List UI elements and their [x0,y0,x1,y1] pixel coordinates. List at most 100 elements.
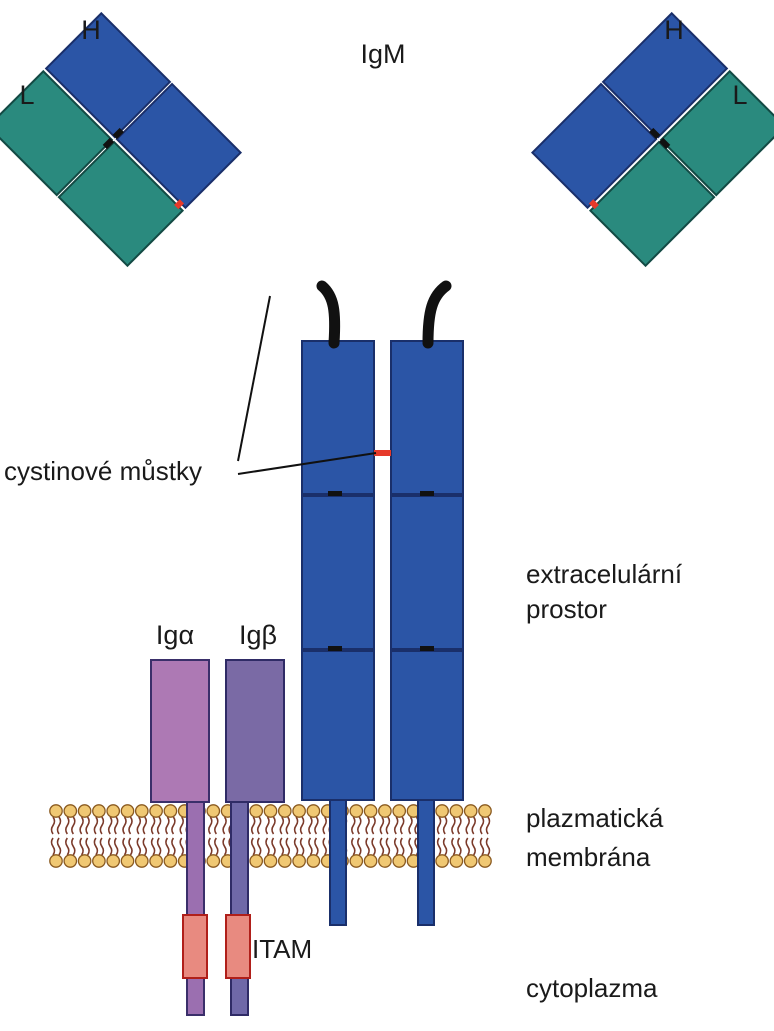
lipid-head [206,854,221,868]
itam-box-beta [225,914,251,979]
lipid-tail [485,816,491,835]
hinge-left [316,280,341,349]
light-chain-right-constant [588,140,716,268]
lipid-tail [442,837,448,856]
lipid-tail [171,837,176,856]
lipid-head [134,854,149,868]
lipid-tail [436,837,442,856]
lipid-tail [208,837,213,856]
lipid-head [292,854,306,868]
lipid-head [363,854,378,868]
lipid-tail [179,816,184,835]
lipid-head [263,854,278,868]
lipid-head [435,854,449,868]
heavy-chain-label-right: H [664,15,684,45]
lipid-head [349,854,364,868]
lipid-head [206,804,221,818]
diagram-title: IgM [360,39,405,69]
heavy-chain-right-variable [601,11,729,139]
lipid-head [277,804,292,818]
ig-beta-label: Igβ [239,620,277,650]
lipid-tail [479,816,485,835]
lipid-tail [50,816,56,835]
lipid-tail [365,816,370,835]
lipid-tail [351,837,356,856]
lipid-tail [479,837,485,856]
lipid-tail [485,837,491,856]
lipid-tail [265,816,270,835]
lipid-tail [85,837,90,856]
lipid-tail [93,816,99,835]
lipid-tail [451,837,456,856]
lipid-tail [107,837,113,856]
lipid-tail [250,816,256,835]
lipid-tail [179,837,184,856]
lipid-tail [71,816,76,835]
lipid-tail [308,816,313,835]
lipid-head [92,804,106,818]
lipid-tail [279,837,285,856]
lipid-tail [299,837,305,856]
lipid-head [392,804,407,818]
lipid-tail [457,816,462,835]
lipid-head [106,804,121,818]
lipid-tail [214,816,219,835]
lipid-tail [379,816,385,835]
lipid-tail [208,816,213,835]
lipid-head [92,854,106,868]
lipid-head [49,804,63,818]
lipid-head [435,804,449,818]
lipid-tail [371,837,376,856]
lipid-tail [365,837,370,856]
lipid-tail [99,816,105,835]
lipid-head [449,854,464,868]
lipid-tail [371,816,376,835]
lipid-head [478,804,492,818]
lipid-head [149,854,163,868]
lipid-tail [408,837,413,856]
lipid-tail [293,837,299,856]
lipid-tail [385,837,391,856]
lipid-tail [465,816,470,835]
ig-alpha-tail [186,799,205,1016]
lipid-tail [399,816,405,835]
lipid-head [449,804,464,818]
lipid-tail [171,816,176,835]
heavy-chain-label-left: H [81,15,101,45]
lipid-tail [442,816,448,835]
lipid-tail [322,816,327,835]
heavy-chain-tail-left [329,797,347,926]
lipid-head [249,854,264,868]
lipid-head [478,854,492,868]
heavy-chain-left-ch1 [115,82,243,210]
light-chain-right-variable [659,69,774,197]
lipid-head [63,854,78,868]
lipid-tail [65,837,70,856]
lipid-head [378,854,392,868]
light-chain-left-variable [0,69,114,197]
lipid-head [77,804,92,818]
lipid-tail [107,816,113,835]
leader-line-fab [237,295,271,462]
lipid-head [363,804,378,818]
lipid-tail [314,816,319,835]
lipid-tail [314,837,319,856]
lipid-tail [85,816,90,835]
lipid-tail [256,837,262,856]
lipid-head [277,854,292,868]
heavy-chain-right-ch1 [530,82,658,210]
lipid-tail [399,837,405,856]
lipid-head [349,804,364,818]
lipid-tail [150,837,156,856]
membrane-label-line1: plazmatická [526,803,664,833]
lipid-tail [357,816,362,835]
lipid-tail [393,837,399,856]
fab-arm-left [0,11,243,268]
lipid-tail [136,816,142,835]
ig-beta-domain [225,659,285,803]
lipid-tail [113,837,119,856]
lipid-head [120,854,135,868]
itam-label: ITAM [252,934,312,964]
disulfide-bridge-left-fab [174,199,185,210]
lipid-head [106,854,121,868]
